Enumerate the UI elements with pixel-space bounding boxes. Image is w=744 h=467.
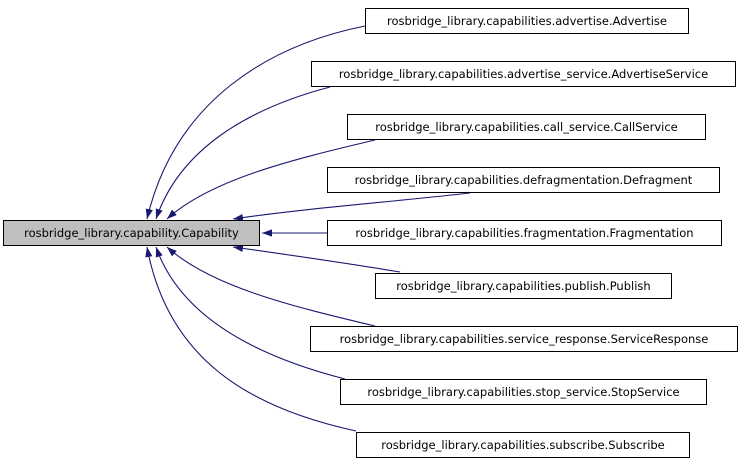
class-box-call-service[interactable]: rosbridge_library.capabilities.call_serv… [347, 114, 706, 140]
class-box-publish[interactable]: rosbridge_library.capabilities.publish.P… [375, 273, 672, 299]
inheritance-arrow-service-response [166, 246, 376, 327]
inheritance-arrow-stop-service [155, 246, 346, 380]
inheritance-arrow-publish [232, 244, 401, 273]
inheritance-arrow-advertise [145, 25, 366, 220]
class-box-fragmentation[interactable]: rosbridge_library.capabilities.fragmenta… [327, 220, 722, 246]
class-box-defragment[interactable]: rosbridge_library.capabilities.defragmen… [327, 167, 720, 193]
class-box-stop-service[interactable]: rosbridge_library.capabilities.stop_serv… [340, 379, 707, 405]
class-box-advertise-service[interactable]: rosbridge_library.capabilities.advertise… [311, 61, 736, 87]
class-box-advertise[interactable]: rosbridge_library.capabilities.advertise… [365, 8, 689, 34]
class-box-service-response[interactable]: rosbridge_library.capabilities.service_r… [310, 326, 738, 352]
inheritance-arrow-subscribe [145, 246, 357, 432]
class-box-capability[interactable]: rosbridge_library.capability.Capability [3, 220, 260, 246]
inheritance-arrow-advertise-service [155, 86, 331, 220]
inheritance-arrow-call-service [166, 139, 376, 220]
inheritance-arrow-defragment [232, 192, 471, 222]
class-box-subscribe[interactable]: rosbridge_library.capabilities.subscribe… [356, 432, 690, 458]
